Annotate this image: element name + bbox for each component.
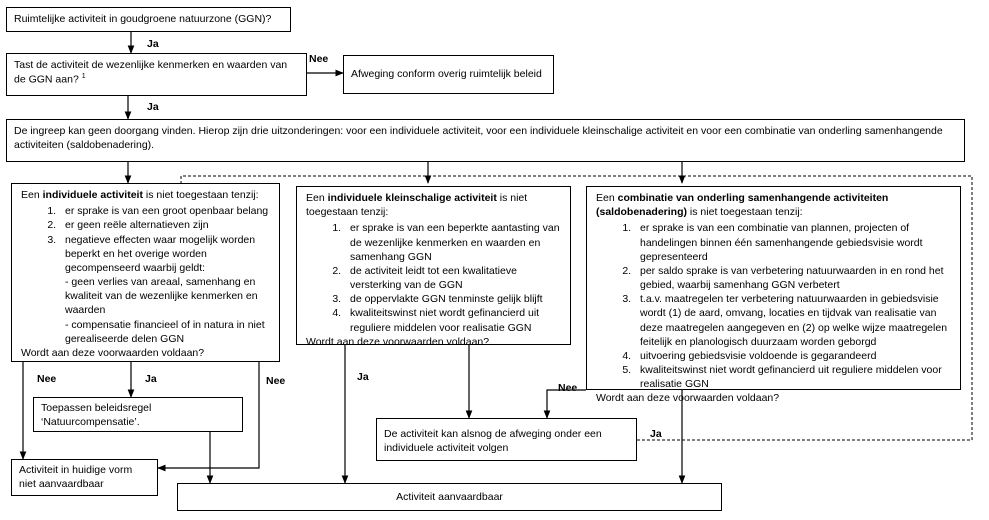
question-ggn-text: Ruimtelijke activiteit in goudgroene nat… xyxy=(14,13,272,25)
list-item: er geen reële alternatieven zijn xyxy=(59,218,272,232)
box-saldobenadering: Een combinatie van onderling samenhangen… xyxy=(586,186,961,404)
box-individuele-activiteit: Een individuele activiteit is niet toege… xyxy=(11,183,280,362)
list-item: de activiteit leidt tot een kwalitatieve… xyxy=(344,264,563,292)
list-item: t.a.v. maatregelen ter verbetering natuu… xyxy=(634,292,953,349)
col1-subitem: - geen verlies van areaal, samenhang en … xyxy=(65,276,258,317)
col2-question: Wordt aan deze voorwaarden voldaan? xyxy=(306,335,490,348)
label-ja: Ja xyxy=(650,428,662,440)
col3-question: Wordt aan deze voorwaarden voldaan? xyxy=(596,392,780,405)
label-nee: Nee xyxy=(558,382,578,394)
col2-conditions: er sprake is van een beperkte aantasting… xyxy=(306,221,563,334)
col1-question: Wordt aan deze voorwaarden voldaan? xyxy=(21,346,205,359)
list-item: er sprake is van een combinatie van plan… xyxy=(634,221,953,264)
label-ja: Ja xyxy=(357,371,369,383)
box-natuurcompensatie: Toepassen beleidsregel ‘Natuurcompensati… xyxy=(33,397,243,432)
list-item: negatieve effecten waar mogelijk worden … xyxy=(59,233,272,346)
col2-heading-bold: individuele kleinschalige activiteit xyxy=(327,192,497,204)
box-niet-aanvaardbaar-text: Activiteit in huidige vorm niet aanvaard… xyxy=(19,464,133,491)
box-natuurcompensatie-text: Toepassen beleidsregel ‘Natuurcompensati… xyxy=(41,402,152,429)
col1-heading-bold: individuele activiteit xyxy=(42,189,143,201)
box-alsnog-individueel: De activiteit kan alsnog de afweging ond… xyxy=(376,418,637,461)
list-item: er sprake is van een groot openbaar bela… xyxy=(59,204,272,218)
col1-conditions: er sprake is van een groot openbaar bela… xyxy=(21,204,272,346)
list-item: de oppervlakte GGN tenminste gelijk blij… xyxy=(344,292,563,306)
list-item: per saldo sprake is van verbetering natu… xyxy=(634,264,953,292)
arrow-col1-nee-right xyxy=(157,362,260,472)
label-ja: Ja xyxy=(145,373,157,385)
list-item: kwaliteitswinst niet wordt gefinancierd … xyxy=(344,306,563,334)
col2-heading: Een individuele kleinschalige activiteit… xyxy=(306,192,528,219)
list-item: uitvoering gebiedsvisie voldoende is geg… xyxy=(634,349,953,363)
box-alsnog-individueel-text: De activiteit kan alsnog de afweging ond… xyxy=(384,428,602,455)
question-aantasting-text: Tast de activiteit de wezenlijke kenmerk… xyxy=(14,59,288,86)
box-afweging-overig-text: Afweging conform overig ruimtelijk belei… xyxy=(351,68,542,80)
label-nee: Nee xyxy=(309,53,329,65)
question-aantasting: Tast de activiteit de wezenlijke kenmerk… xyxy=(6,53,307,96)
list-item: er sprake is van een beperkte aantasting… xyxy=(344,221,563,264)
arrow-col3-nee xyxy=(543,389,586,419)
question-ggn: Ruimtelijke activiteit in goudgroene nat… xyxy=(6,7,291,32)
box-kleinschalige-activiteit: Een individuele kleinschalige activiteit… xyxy=(296,186,571,348)
col3-heading: Een combinatie van onderling samenhangen… xyxy=(596,192,889,219)
box-niet-aanvaardbaar: Activiteit in huidige vorm niet aanvaard… xyxy=(11,459,158,496)
box-aanvaardbaar-text: Activiteit aanvaardbaar xyxy=(396,491,503,503)
col1-heading: Een individuele activiteit is niet toege… xyxy=(21,189,259,201)
list-item: kwaliteitswinst niet wordt gefinancierd … xyxy=(634,363,953,391)
box-aanvaardbaar: Activiteit aanvaardbaar xyxy=(177,483,722,511)
col3-heading-bold: combinatie van onderling samenhangende a… xyxy=(596,192,889,219)
footnote-marker: 1 xyxy=(81,73,86,81)
col3-conditions: er sprake is van een combinatie van plan… xyxy=(596,221,953,391)
box-uitzonderingen-text: De ingreep kan geen doorgang vinden. Hie… xyxy=(14,125,943,152)
box-afweging-overig: Afweging conform overig ruimtelijk belei… xyxy=(343,55,554,94)
label-ja: Ja xyxy=(147,38,159,50)
label-nee: Nee xyxy=(266,375,286,387)
label-ja: Ja xyxy=(147,101,159,113)
box-uitzonderingen: De ingreep kan geen doorgang vinden. Hie… xyxy=(6,119,965,162)
col1-subitem: - compensatie financieel of in natura in… xyxy=(65,318,265,345)
label-nee: Nee xyxy=(37,373,57,385)
